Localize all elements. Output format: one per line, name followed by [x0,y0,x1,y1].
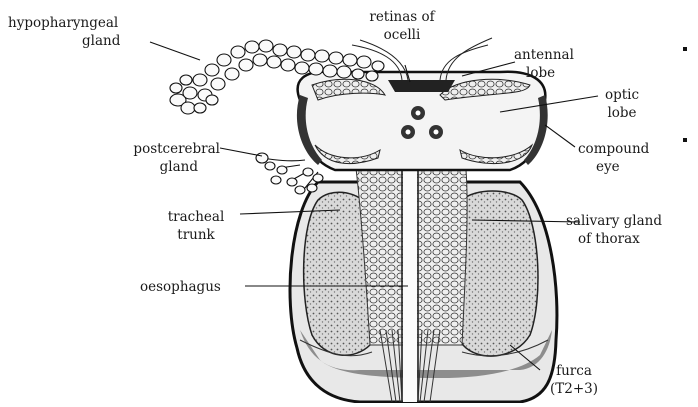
label-hypopharyngeal-line1: hypopharyngeal [8,14,120,32]
label-postcerebral: postcerebral gland [102,140,220,176]
label-antennal-line2: lobe [514,64,574,82]
label-antennal-line1: antennal [514,46,574,64]
label-compound-line2: eye [578,158,649,176]
label-compound-line1: compound [578,140,649,158]
label-retinas: retinas of ocelli [352,8,452,44]
label-optic: optic lobe [592,86,652,122]
label-tracheal: tracheal trunk [154,208,238,244]
label-salivary-line1: salivary gland [566,212,662,230]
bullet-marker [683,138,687,142]
bullet-marker [683,47,687,51]
label-furca: furca (T2+3) [542,362,606,398]
label-salivary-line2: of thorax [566,230,662,248]
label-furca-line1: furca [542,362,606,380]
label-tracheal-line2: trunk [154,226,238,244]
label-tracheal-line1: tracheal [154,208,238,226]
label-compound: compound eye [578,140,649,176]
label-optic-line2: lobe [592,104,652,122]
label-hypopharyngeal-line2: gland [8,32,120,50]
label-antennal: antennal lobe [514,46,574,82]
label-furca-line2: (T2+3) [542,380,606,398]
antennal-lobe-region [388,80,455,92]
label-salivary: salivary gland of thorax [566,212,662,248]
label-optic-line1: optic [592,86,652,104]
label-oesophagus: oesophagus [140,278,221,296]
label-retinas-line2: ocelli [352,26,452,44]
label-retinas-line1: retinas of [352,8,452,26]
label-postcerebral-line2: gland [102,158,220,176]
label-hypopharyngeal: hypopharyngeal gland [8,14,120,50]
label-postcerebral-line1: postcerebral [102,140,220,158]
